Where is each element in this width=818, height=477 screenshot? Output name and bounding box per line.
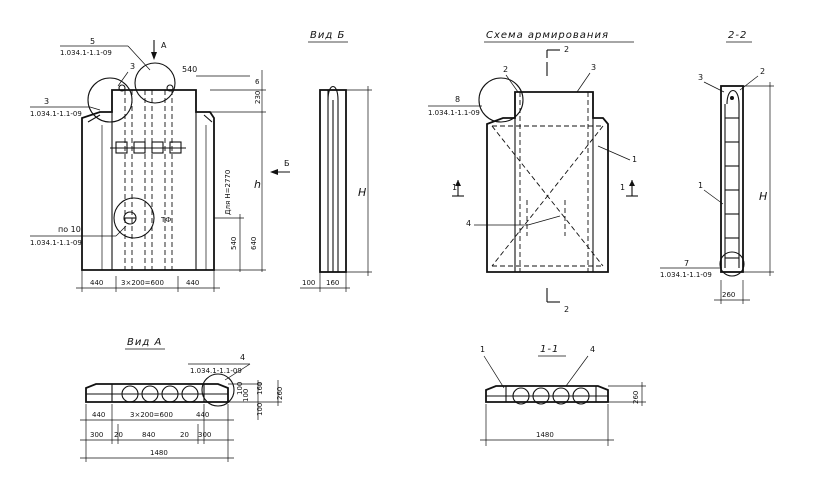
view-a-dim-1480: 1480 bbox=[150, 449, 168, 457]
dim-600: 3×200=600 bbox=[121, 279, 164, 287]
scheme-callout-8: 8 bbox=[455, 95, 460, 104]
title-section-1-1: 1-1 bbox=[540, 344, 559, 355]
view-a-outline bbox=[85, 383, 229, 403]
scheme-callout-8-ref: 1.034.1-1.1-09 bbox=[428, 109, 480, 117]
arrow-b-label: Б bbox=[284, 159, 290, 168]
view-a-dim-100: 100 bbox=[236, 382, 244, 395]
view-a-dim-20-right: 20 bbox=[180, 431, 189, 439]
view-a-callout-4: 4 bbox=[240, 353, 245, 362]
detail-circle-7 bbox=[719, 251, 745, 277]
dim-H-view-b: H bbox=[358, 186, 366, 199]
scheme-callout-4: 4 bbox=[466, 219, 471, 228]
section-1-1-dim-1480: 1480 bbox=[536, 431, 554, 439]
view-a-callout-4-ref: 1.034.1-1.1-09 bbox=[190, 367, 242, 375]
section-callout-2: 2 bbox=[760, 67, 765, 76]
dim-6: 6 bbox=[255, 78, 260, 86]
callout-10: по 10 bbox=[58, 225, 81, 234]
scheme-callout-2: 2 bbox=[503, 65, 508, 74]
section-1-1-dim-260: 260 bbox=[632, 391, 640, 404]
title-view-b: Вид Б bbox=[310, 30, 345, 41]
section-mark-bottom: 2 bbox=[564, 305, 569, 314]
dim-640: 640 bbox=[250, 237, 258, 250]
dim-540-top: 540 bbox=[182, 65, 197, 74]
lifting-loop-icon bbox=[166, 84, 174, 92]
arrow-a-label: А bbox=[161, 41, 167, 50]
title-view-a: Вид А bbox=[127, 337, 162, 348]
loop-icon bbox=[726, 89, 740, 105]
section-1-1-callout-1: 1 bbox=[480, 345, 485, 354]
callout-3-left: 3 bbox=[44, 97, 49, 106]
view-a-dim-100b: 100 bbox=[242, 389, 250, 402]
dim-160-view-b: 160 bbox=[326, 279, 339, 287]
detail-circle-10 bbox=[113, 197, 155, 239]
scheme-outline bbox=[486, 91, 609, 273]
callout-3-ref: 1.034.1-1.1-09 bbox=[30, 110, 82, 118]
svg-text:ТФ: ТФ bbox=[160, 216, 171, 224]
front-view: ТФ 5 1.034.1-1.1-09 А 3 3 1.034.1-1.1-09… bbox=[30, 37, 290, 292]
view-a-dim-260: 260 bbox=[276, 387, 284, 400]
section-callout-7-ref: 1.034.1-1.1-09 bbox=[660, 271, 712, 279]
section-1-1: 1-1 1 4 260 1480 bbox=[480, 344, 646, 446]
dim-260-section: 260 bbox=[722, 291, 735, 299]
callout-5-ref: 1.034.1-1.1-09 bbox=[60, 49, 112, 57]
dim-100-view-b: 100 bbox=[302, 279, 315, 287]
section-1-1-callout-4: 4 bbox=[590, 345, 595, 354]
loop-icon bbox=[327, 85, 339, 101]
dim-540-bottom: 540 bbox=[230, 237, 238, 250]
reinforcement-scheme: Схема армирования 2 2 3 8 1.034.1-1.1-09… bbox=[428, 30, 638, 314]
title-section-2-2: 2-2 bbox=[728, 30, 747, 41]
detail-circle-8 bbox=[478, 77, 524, 123]
section-callout-3: 3 bbox=[698, 73, 703, 82]
lifting-loop-icon bbox=[118, 84, 126, 92]
scheme-callout-1: 1 bbox=[632, 155, 637, 164]
callout-3-top: 3 bbox=[130, 62, 135, 71]
section-callout-7: 7 bbox=[684, 259, 689, 268]
detail-circle-3 bbox=[87, 77, 133, 123]
view-a: Вид А 4 1.034.1-1.1-09 100 100 160 260 1… bbox=[80, 337, 284, 462]
dim-230: 230 bbox=[254, 91, 262, 104]
view-a-dim-840: 840 bbox=[142, 431, 155, 439]
title-scheme: Схема армирования bbox=[486, 30, 609, 41]
dim-H-section: H bbox=[759, 190, 767, 203]
view-a-dim-440-right: 440 bbox=[196, 411, 209, 419]
view-a-dim-20-left: 20 bbox=[114, 431, 123, 439]
callout-5: 5 bbox=[90, 37, 95, 46]
view-a-dim-440-left: 440 bbox=[92, 411, 105, 419]
callout-10-ref: 1.034.1-1.1-09 bbox=[30, 239, 82, 247]
view-a-dim-600: 3×200=600 bbox=[130, 411, 173, 419]
section-mark-top: 2 bbox=[564, 45, 569, 54]
section-2-2: 2-2 3 2 1 H 7 1.034.1-1.1-09 260 bbox=[660, 30, 774, 304]
detail-circle-5 bbox=[134, 62, 176, 104]
view-a-dim-300-right: 300 bbox=[198, 431, 211, 439]
scheme-callout-3: 3 bbox=[591, 63, 596, 72]
dim-h: h bbox=[254, 178, 261, 191]
section-1-1-outline bbox=[485, 385, 609, 403]
detail-circle-4 bbox=[201, 373, 235, 407]
dim-440-left: 440 bbox=[90, 279, 103, 287]
view-a-dim-300-left: 300 bbox=[90, 431, 103, 439]
view-b: Вид Б H 100 160 bbox=[300, 30, 372, 292]
view-a-dim-160: 160 bbox=[256, 382, 264, 395]
section-mark-left: 1 bbox=[452, 183, 457, 192]
section-mark-right: 1 bbox=[620, 183, 625, 192]
section-callout-1: 1 bbox=[698, 181, 703, 190]
view-a-dim-100c: 100 bbox=[256, 403, 264, 416]
dim-440-right: 440 bbox=[186, 279, 199, 287]
note-h: Для Н=2770 bbox=[224, 170, 232, 215]
section-2-2-outline bbox=[720, 85, 744, 273]
